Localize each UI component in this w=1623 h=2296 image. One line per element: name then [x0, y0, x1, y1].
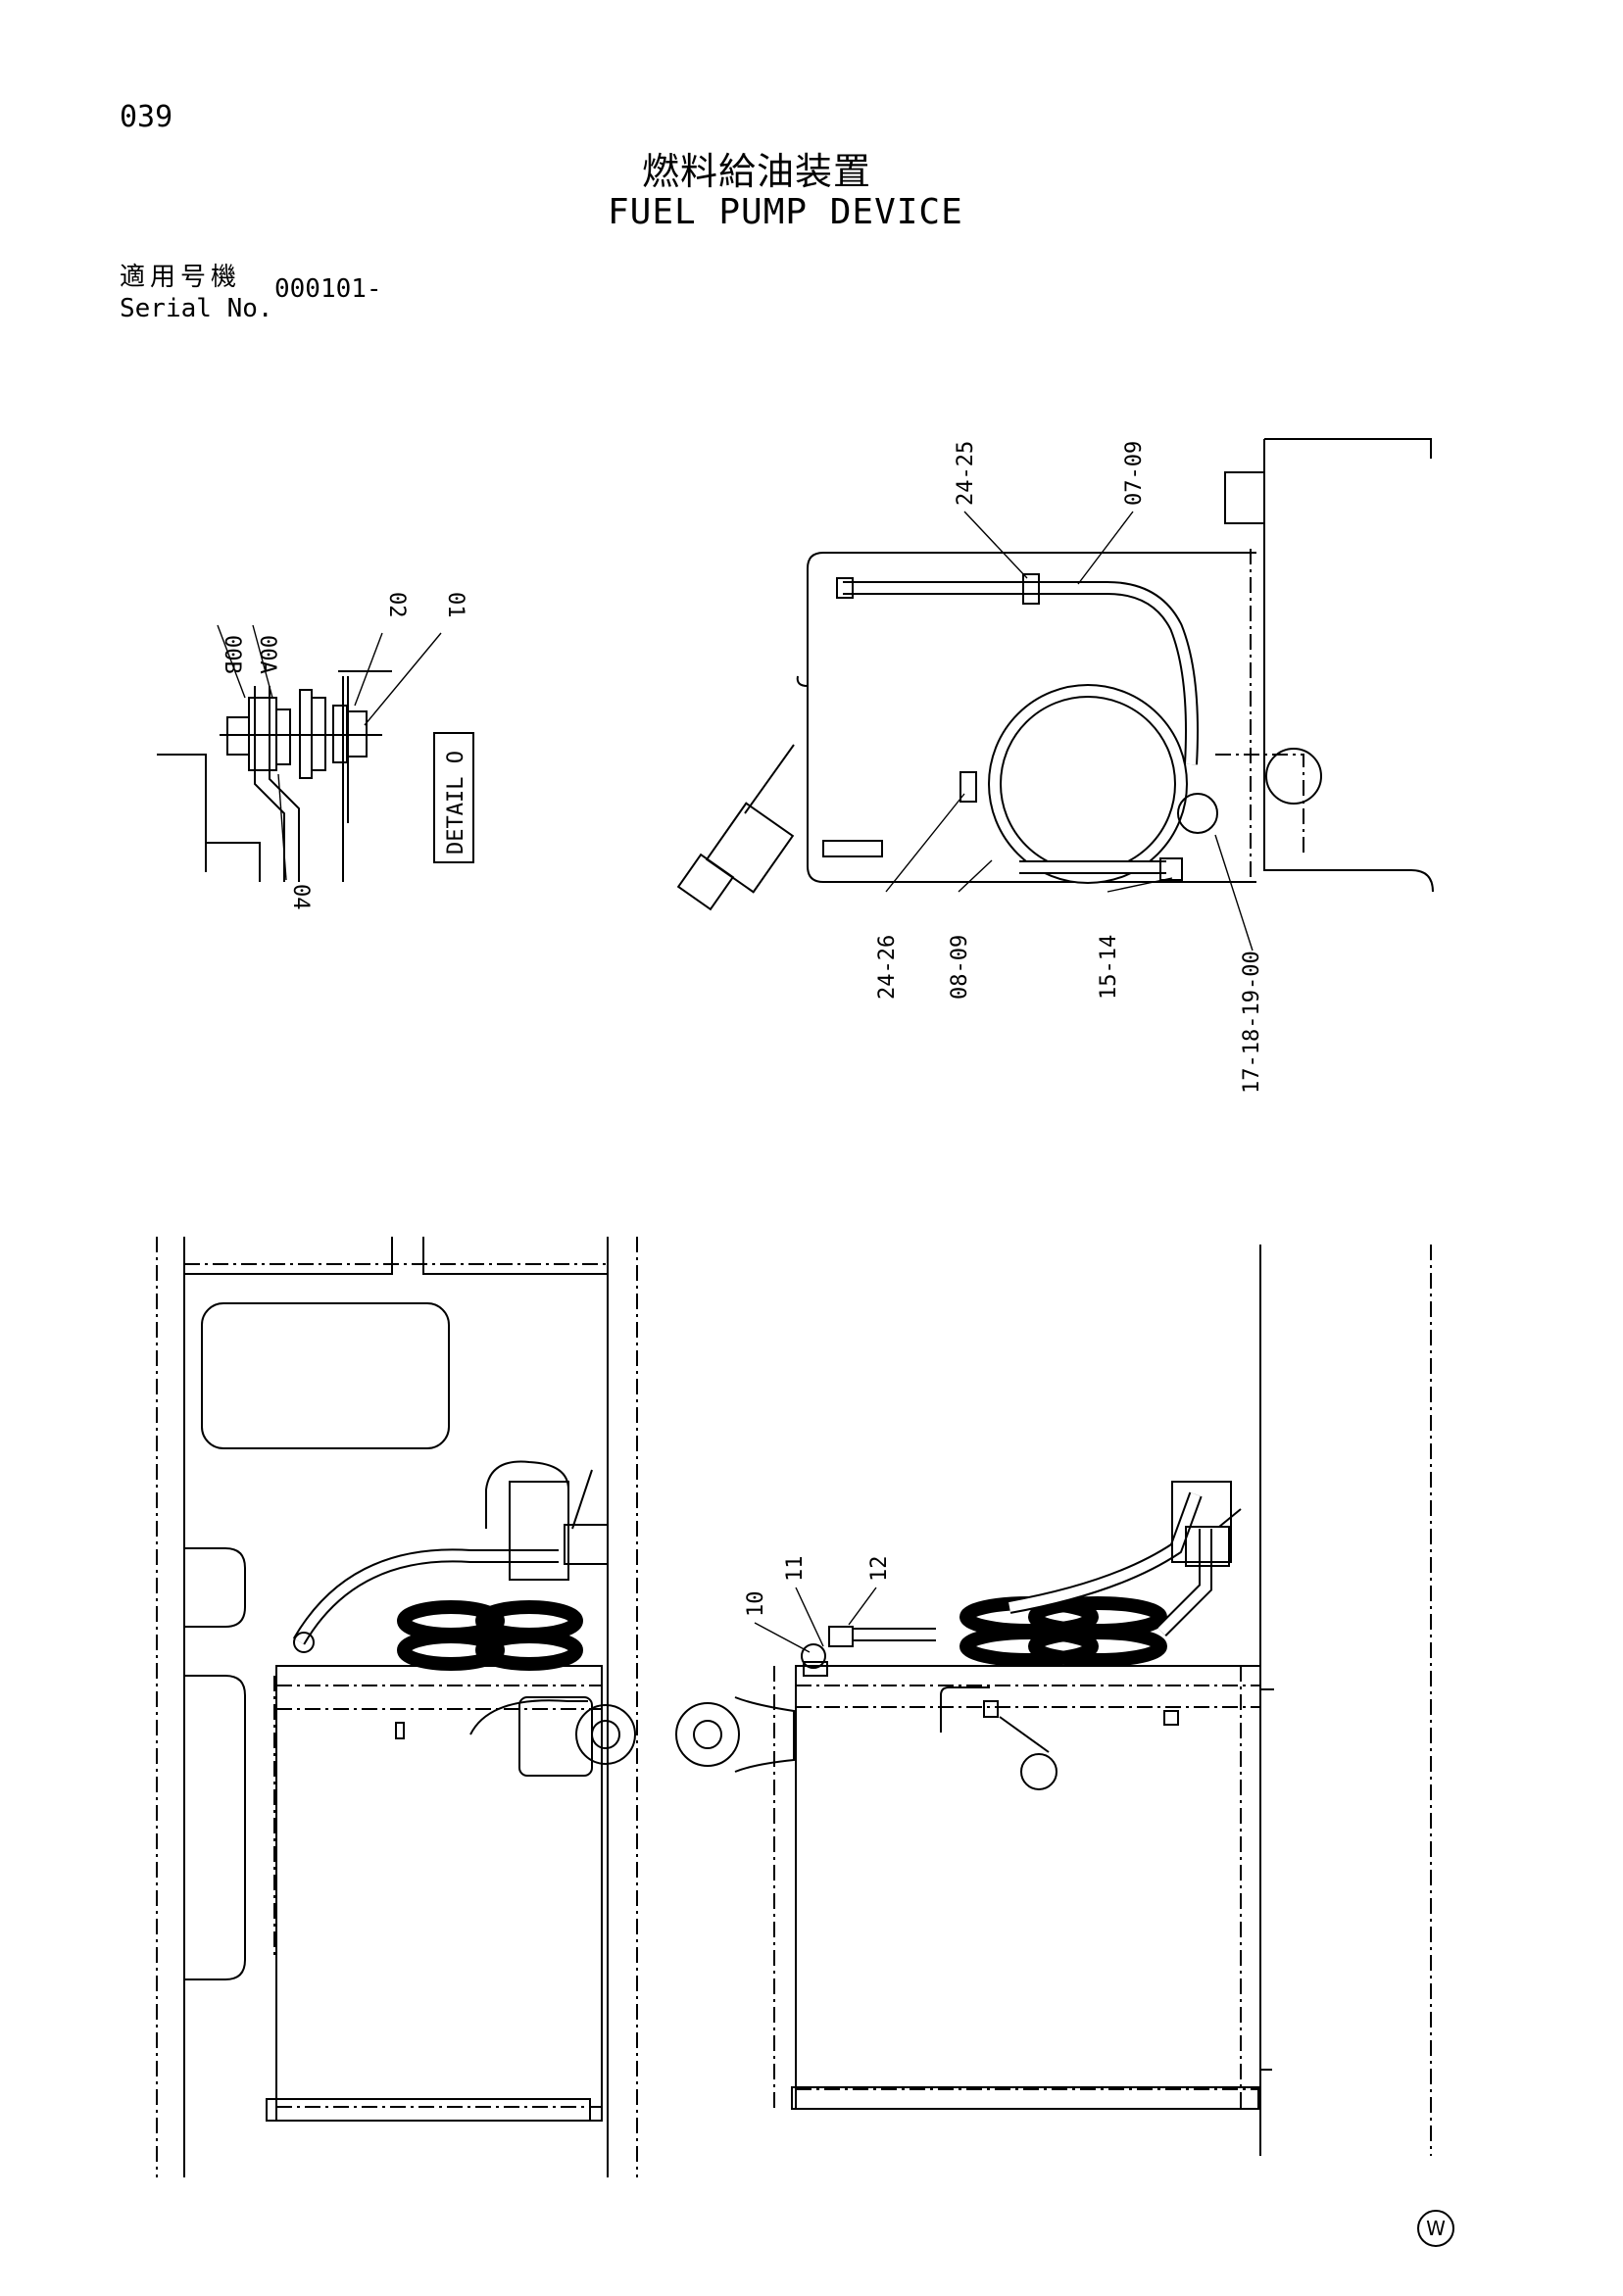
top-view-plan: 24-25 07-09 24-26 08-09 15-14 17-18-19-0…: [676, 438, 1434, 1094]
side-view-right: 10 11 12: [675, 1245, 1432, 2156]
side-view-left: [156, 1237, 638, 2177]
w-circle-mark: W: [1417, 2210, 1454, 2247]
callout-07-09: 07-09: [1122, 441, 1147, 506]
serial-label-english: Serial No.: [120, 294, 273, 323]
callout-10: 10: [744, 1591, 768, 1618]
callout-17-18-19-00: 17-18-19-00: [1240, 951, 1264, 1094]
detail-o-label-box: [433, 732, 474, 863]
callout-00A: 00A: [255, 635, 279, 674]
callout-08-09: 08-09: [948, 935, 972, 1000]
serial-number-value: 000101-: [274, 274, 382, 304]
serial-label-japanese: 適用号機: [120, 263, 242, 292]
callout-11: 11: [783, 1556, 808, 1583]
callout-04: 04: [288, 884, 313, 910]
callout-02: 02: [384, 592, 409, 618]
callout-15-14: 15-14: [1097, 935, 1121, 1000]
detail-o-label: DETAIL O: [444, 751, 468, 855]
callout-24-26: 24-26: [875, 935, 900, 1000]
callout-24-25: 24-25: [954, 441, 978, 506]
title-japanese: 燃料給油装置: [642, 150, 872, 193]
page-number: 039: [120, 100, 173, 134]
title-english: FUEL PUMP DEVICE: [608, 192, 963, 232]
detail-o-view: DETAIL O 00B 00A 02 01 04: [157, 592, 474, 910]
callout-12: 12: [867, 1556, 892, 1583]
callout-01: 01: [443, 592, 467, 618]
